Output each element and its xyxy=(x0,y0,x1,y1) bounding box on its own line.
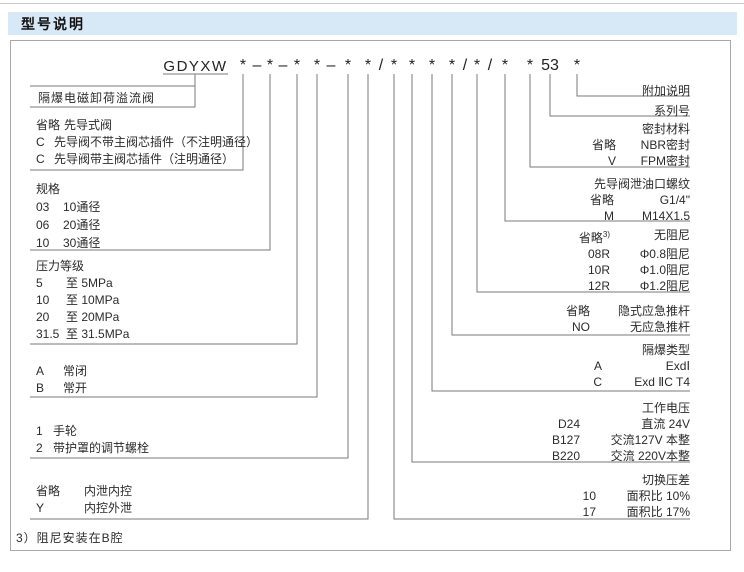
option-row: 31.5 至 31.5MPa xyxy=(36,327,130,341)
valve-name-label: 隔爆电磁卸荷溢流阀 xyxy=(38,91,156,105)
option-row: NO 无应急推杆 xyxy=(572,320,690,334)
option-row: 06 20通径 xyxy=(36,218,101,232)
option-row: D24 直流 24V xyxy=(557,417,690,431)
group-size: 规格 03 10通径 06 20通径 10 30通径 xyxy=(36,181,100,252)
option-row: 省略 NBR密封 xyxy=(591,138,690,152)
model-prefix: GDYXW xyxy=(163,58,228,75)
group-pressure-grade: 压力等级 5 至 5MPa 10 至 10MPa 20 至 20MPa 31.5… xyxy=(36,258,129,343)
group-working-voltage: 工作电压 D24 直流 24V B127 交流127V 本整 B220 交流 2… xyxy=(552,400,690,464)
code-token: * xyxy=(293,57,301,74)
option-row: 10R Φ1.0阻尼 xyxy=(587,263,690,277)
group-header: 工作电压 xyxy=(641,401,690,415)
option-row: B220 交流 220V本整 xyxy=(551,449,690,463)
option-row: A ExdⅠ xyxy=(593,359,690,373)
group-header: 隔爆类型 xyxy=(641,343,690,357)
code-token: – xyxy=(252,57,262,74)
group-header: 附加说明 xyxy=(641,84,690,98)
code-token: * xyxy=(573,57,581,74)
group-adjustment: 1 手轮 2 带护罩的调节螺栓 xyxy=(36,423,149,457)
section-header-bar: 型号说明 xyxy=(8,12,737,35)
code-token: / xyxy=(378,57,384,74)
code-token: / xyxy=(487,57,493,74)
option-row: 10 30通径 xyxy=(36,236,101,250)
option-row: 10 至 10MPa xyxy=(36,293,120,307)
code-token: / xyxy=(462,57,468,74)
group-explosion-proof-type: 隔爆类型 A ExdⅠ C Exd ⅡC T4 xyxy=(593,342,690,390)
group-header: 系列号 xyxy=(653,104,690,118)
code-token: * xyxy=(344,57,352,74)
option-row: 省略3) 无阻尼 xyxy=(578,228,690,245)
option-row: 12R Φ1.2阻尼 xyxy=(587,279,690,293)
code-token-series: 53 xyxy=(541,57,559,74)
group-emergency-rod: 省略 隐式应急推杆 NO 无应急推杆 xyxy=(566,303,690,335)
code-token: – xyxy=(326,57,336,74)
option-row: C 先导阀不带主阀芯插件（不注明通径） xyxy=(36,135,259,149)
code-token: * xyxy=(408,57,416,74)
code-token: * xyxy=(390,57,398,74)
group-additional-note: 附加说明 xyxy=(642,83,690,99)
code-token: * xyxy=(526,57,534,74)
group-pilot-drain-thread: 先导阀泄油口螺纹 省略 G1/4" M M14X1.5 xyxy=(590,176,690,224)
option-row: B 常开 xyxy=(36,381,88,395)
code-token: * xyxy=(266,57,274,74)
option-row: 20 至 20MPa xyxy=(36,310,120,324)
footnote-ref: 3) xyxy=(602,230,610,239)
code-token: * xyxy=(364,57,372,74)
group-series-number: 系列号 xyxy=(654,103,690,119)
diagram-box xyxy=(10,40,731,551)
group-header: 切换压差 xyxy=(641,473,690,487)
code-token: – xyxy=(278,57,288,74)
group-normal-state: A 常闭 B 常开 xyxy=(36,363,87,397)
option-row: 省略 内泄内控 xyxy=(36,484,133,498)
code-token: * xyxy=(428,57,436,74)
option-row: 1 手轮 xyxy=(36,424,78,438)
group-header: 密封材料 xyxy=(641,122,690,136)
group-pilot-type: 省略 先导式阀 C 先导阀不带主阀芯插件（不注明通径） C 先导阀带主阀芯插件（… xyxy=(36,117,258,168)
page-top-rule xyxy=(0,3,744,4)
option-row: V FPM密封 xyxy=(607,154,690,168)
group-seal-material: 密封材料 省略 NBR密封 V FPM密封 xyxy=(592,121,690,169)
option-row: Y 内控外泄 xyxy=(36,501,133,515)
code-token: * xyxy=(313,57,321,74)
group-drain-control: 省略 内泄内控 Y 内控外泄 xyxy=(36,483,132,517)
group-switching-pressure-diff: 切换压差 10 面积比 10% 17 面积比 17% xyxy=(583,472,690,520)
footnote: 3）阻尼安装在B腔 xyxy=(16,531,124,545)
code-token: * xyxy=(239,57,247,74)
code-token: * xyxy=(448,57,456,74)
option-row: 5 至 5MPa xyxy=(36,276,113,290)
code-token: * xyxy=(501,57,509,74)
group-header: 先导阀泄油口螺纹 xyxy=(593,177,690,191)
option-row: 省略 先导式阀 xyxy=(36,118,113,132)
option-row: C 先导阀带主阀芯插件（注明通径） xyxy=(36,152,235,166)
option-row: M M14X1.5 xyxy=(604,209,690,223)
code-token: * xyxy=(473,57,481,74)
option-row: 省略 隐式应急推杆 xyxy=(565,304,690,318)
option-row: 省略 G1/4" xyxy=(589,193,690,207)
group-damping: 省略3) 无阻尼 08R Φ0.8阻尼 10R Φ1.0阻尼 12R Φ1.2阻… xyxy=(579,227,690,294)
section-title: 型号说明 xyxy=(21,15,85,32)
option-row: 2 带护罩的调节螺栓 xyxy=(36,441,150,455)
option-row: C Exd ⅡC T4 xyxy=(593,375,690,389)
option-row: 08R Φ0.8阻尼 xyxy=(587,247,690,261)
option-row: B127 交流127V 本整 xyxy=(551,433,690,447)
option-row: 10 面积比 10% xyxy=(582,489,690,503)
option-row: A 常闭 xyxy=(36,364,88,378)
option-row: 03 10通径 xyxy=(36,200,101,214)
option-row: 17 面积比 17% xyxy=(582,505,690,519)
group-header: 规格 xyxy=(36,182,61,196)
group-header: 压力等级 xyxy=(36,259,85,273)
